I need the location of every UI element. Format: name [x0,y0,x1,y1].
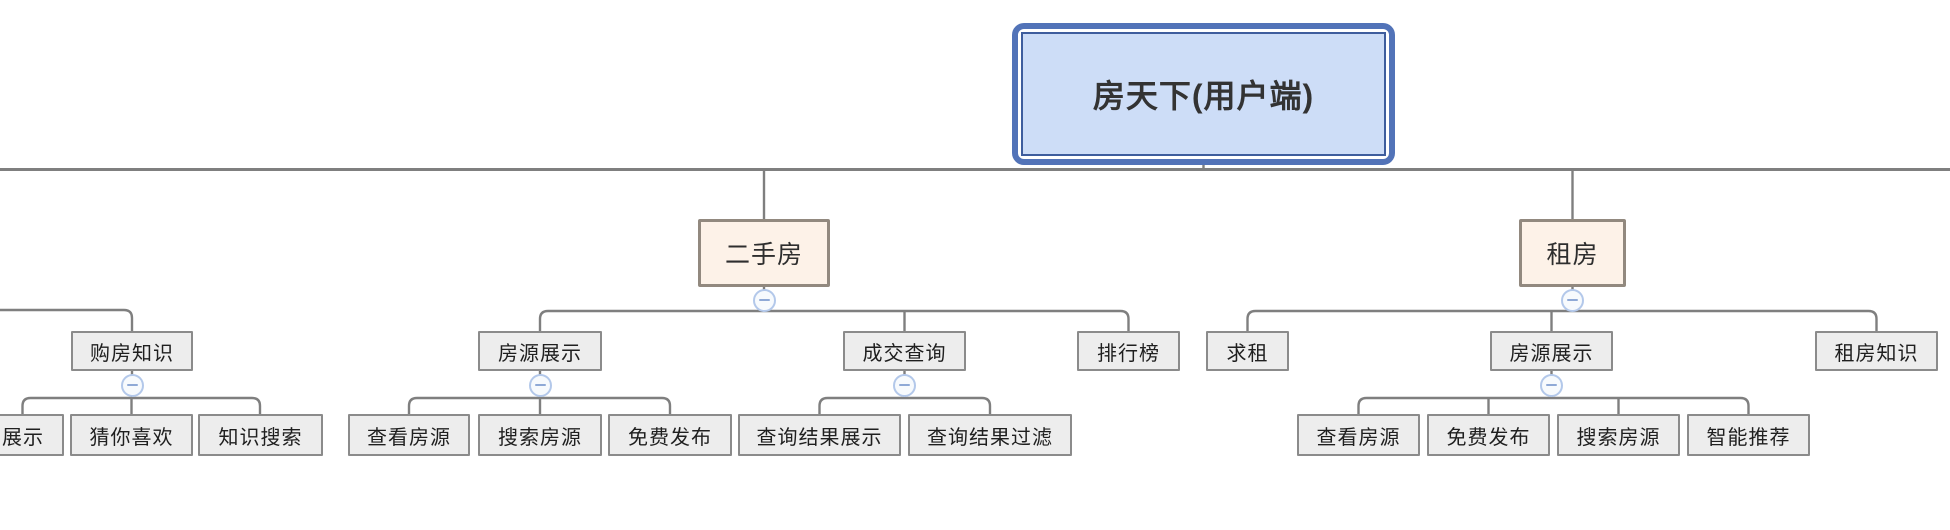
node-ranking-list[interactable]: 排行榜 [1077,331,1180,371]
minus-glyph [758,299,770,301]
minus-circle-icon[interactable] [120,373,144,397]
minus-glyph [126,384,138,386]
node-secondhand-house[interactable]: 二手房 [698,219,830,287]
node-renting[interactable]: 租房 [1519,219,1626,287]
node-query-result-display[interactable]: 查询结果展示 [738,414,901,456]
node-listing-display-secondhand[interactable]: 房源展示 [478,331,602,371]
node-buying-knowledge[interactable]: 购房知识 [71,331,193,371]
node-free-publish-rental[interactable]: 免费发布 [1427,414,1550,456]
node-display-partial[interactable]: 展示 [0,414,64,456]
node-smart-recommend[interactable]: 智能推荐 [1687,414,1810,456]
minus-glyph [534,384,546,386]
minus-circle-icon[interactable] [893,373,916,397]
minus-circle-icon[interactable] [1561,288,1584,312]
node-rental-knowledge[interactable]: 租房知识 [1815,331,1938,371]
minus-circle-icon[interactable] [1540,373,1563,397]
root-topic-label: 房天下(用户端) [1021,32,1386,156]
node-search-listings-secondhand[interactable]: 搜索房源 [478,414,602,456]
node-guess-you-like[interactable]: 猜你喜欢 [70,414,193,456]
minus-glyph [899,384,910,386]
node-transaction-query[interactable]: 成交查询 [843,331,966,371]
node-view-listings-secondhand[interactable]: 查看房源 [348,414,470,456]
node-search-listings-rental[interactable]: 搜索房源 [1557,414,1680,456]
minus-circle-icon[interactable] [752,288,776,312]
minus-glyph [1567,299,1578,301]
minus-circle-icon[interactable] [528,373,552,397]
node-query-result-filter[interactable]: 查询结果过滤 [908,414,1072,456]
node-free-publish-secondhand[interactable]: 免费发布 [608,414,732,456]
node-rent-wanted[interactable]: 求租 [1206,331,1289,371]
node-view-listings-rental[interactable]: 查看房源 [1297,414,1420,456]
minus-glyph [1546,384,1557,386]
node-knowledge-search[interactable]: 知识搜索 [198,414,323,456]
node-root-fangtianxia-user[interactable]: 房天下(用户端) [1012,23,1395,165]
node-listing-display-rental[interactable]: 房源展示 [1490,331,1613,371]
